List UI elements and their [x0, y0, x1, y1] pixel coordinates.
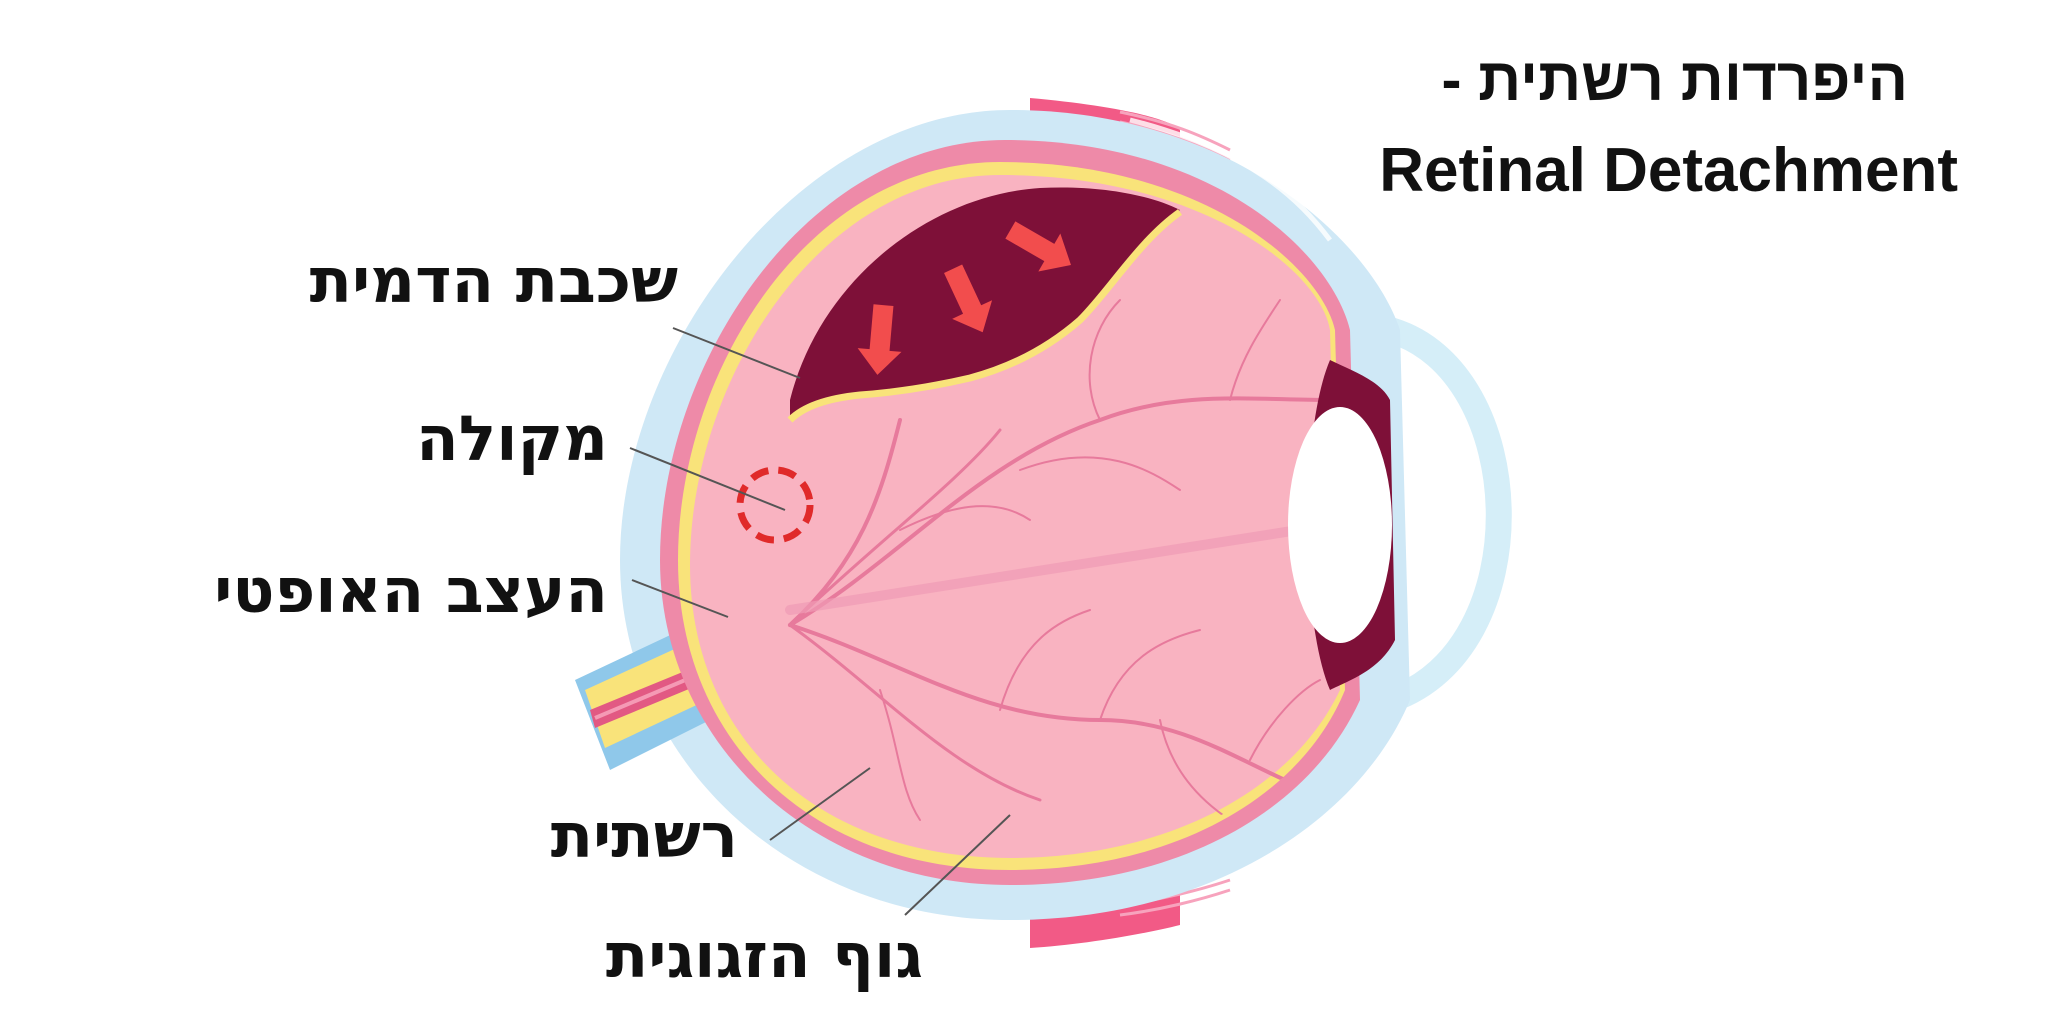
retinal-vessels [785, 299, 1342, 821]
leader-lines [629, 327, 1011, 916]
arrow-icon [857, 304, 902, 375]
title-english: Retinal Detachment [1379, 136, 1958, 205]
cornea [1385, 317, 1512, 713]
label-retina: רשתית [550, 799, 738, 872]
label-optic-nerve: העצב האופטי [214, 554, 608, 627]
macula-marker-icon [736, 466, 814, 544]
detachment-arrows [857, 221, 1071, 375]
lens-iris [1288, 360, 1395, 690]
label-macula: מקולה [416, 402, 608, 475]
label-choroid: שכבת הדמית [309, 244, 678, 317]
label-vitreous-body: גוף הזגוגית [605, 919, 923, 992]
title-hebrew: היפרדות רשתית - [1441, 46, 1908, 113]
arrow-icon [1005, 221, 1071, 272]
lens [1288, 407, 1392, 643]
arrow-icon [944, 264, 993, 333]
